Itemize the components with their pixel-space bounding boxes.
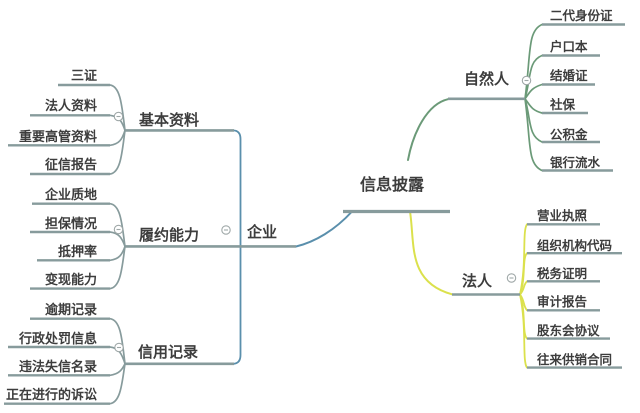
leaf-shareholder-agreement[interactable]: 股东会协议 — [537, 323, 600, 338]
leaf-three-certificates[interactable]: 三证 — [70, 69, 97, 84]
node-natural-person[interactable]: 自然人 — [464, 70, 510, 88]
node-capability[interactable]: 履约能力 — [139, 226, 200, 244]
leaf-executive-info[interactable]: 重要高管资料 — [18, 130, 97, 145]
fan-curve — [109, 84, 126, 132]
leaf-supply-contracts[interactable]: 往来供销合同 — [537, 352, 613, 367]
fan-curve — [524, 54, 543, 100]
fan-legal-person — [519, 223, 528, 369]
fan-curve — [524, 83, 543, 100]
fan-credit — [109, 317, 126, 405]
leaf-marriage-certificate[interactable]: 结婚证 — [550, 68, 588, 83]
collapse-button-enterprise[interactable] — [221, 225, 231, 235]
leaf-bank-statement[interactable]: 银行流水 — [550, 155, 601, 170]
leaf-audit-report[interactable]: 审计报告 — [537, 294, 588, 309]
node-basic-info[interactable]: 基本资料 — [139, 111, 200, 129]
node-legal-person[interactable]: 法人 — [462, 272, 493, 290]
fan-curve — [109, 317, 126, 365]
leaf-organization-code[interactable]: 组织机构代码 — [537, 238, 613, 253]
leaf-overdue-records[interactable]: 逾期记录 — [44, 303, 97, 318]
fan-curve — [524, 23, 543, 100]
leaf-provident-fund[interactable]: 公积金 — [550, 127, 588, 142]
fan-natural-person — [524, 23, 543, 172]
fan-curve — [524, 97, 543, 172]
collapse-button-basic-info[interactable] — [113, 111, 124, 122]
connector-root-to-enterprise — [295, 210, 353, 248]
fan-capability — [109, 202, 126, 290]
leaf-mortgage-rate[interactable]: 抵押率 — [57, 245, 97, 260]
fan-basic-info — [109, 84, 126, 175]
node-root[interactable]: 信息披露 — [360, 175, 425, 194]
connector-root-to-legal-person — [409, 210, 453, 296]
leaf-dishonesty-list[interactable]: 违法失信名录 — [18, 360, 97, 375]
fan-curve — [109, 129, 126, 175]
leaf-tax-certificate[interactable]: 税务证明 — [537, 266, 588, 281]
leaf-underlines — [4, 23, 625, 405]
fan-curve — [109, 231, 126, 248]
fan-curve — [519, 252, 528, 296]
leaf-ongoing-litigation[interactable]: 正在进行的诉讼 — [5, 388, 97, 403]
leaf-household-register[interactable]: 户口本 — [550, 39, 588, 54]
node-credit[interactable]: 信用记录 — [138, 343, 199, 361]
leaf-legal-person-info[interactable]: 法人资料 — [44, 99, 97, 114]
leaf-enterprise-quality[interactable]: 企业质地 — [44, 188, 97, 203]
leaf-social-security[interactable]: 社保 — [550, 97, 576, 112]
collapse-button-legal-person[interactable] — [506, 273, 517, 283]
leaf-credit-report[interactable]: 征信报告 — [44, 158, 97, 173]
fan-curve — [519, 280, 528, 296]
fan-curve — [109, 362, 126, 405]
leaf-id-card[interactable]: 二代身份证 — [550, 8, 613, 23]
collapse-button-natural-person[interactable] — [521, 75, 532, 86]
leaf-liquidation-ability[interactable]: 变现能力 — [44, 273, 97, 288]
connector-root-to-natural-person — [407, 98, 449, 161]
leaf-guarantee-status[interactable]: 担保情况 — [44, 217, 97, 232]
fan-curve — [109, 245, 126, 290]
leaf-admin-penalty-info[interactable]: 行政处罚信息 — [18, 332, 97, 347]
fan-curve — [519, 293, 528, 369]
node-enterprise[interactable]: 企业 — [247, 223, 278, 241]
leaf-business-license[interactable]: 营业执照 — [537, 208, 588, 223]
collapse-button-capability[interactable] — [113, 224, 124, 235]
fan-curve — [109, 202, 126, 248]
collapse-buttons — [113, 75, 532, 353]
collapse-button-credit[interactable] — [114, 342, 124, 353]
